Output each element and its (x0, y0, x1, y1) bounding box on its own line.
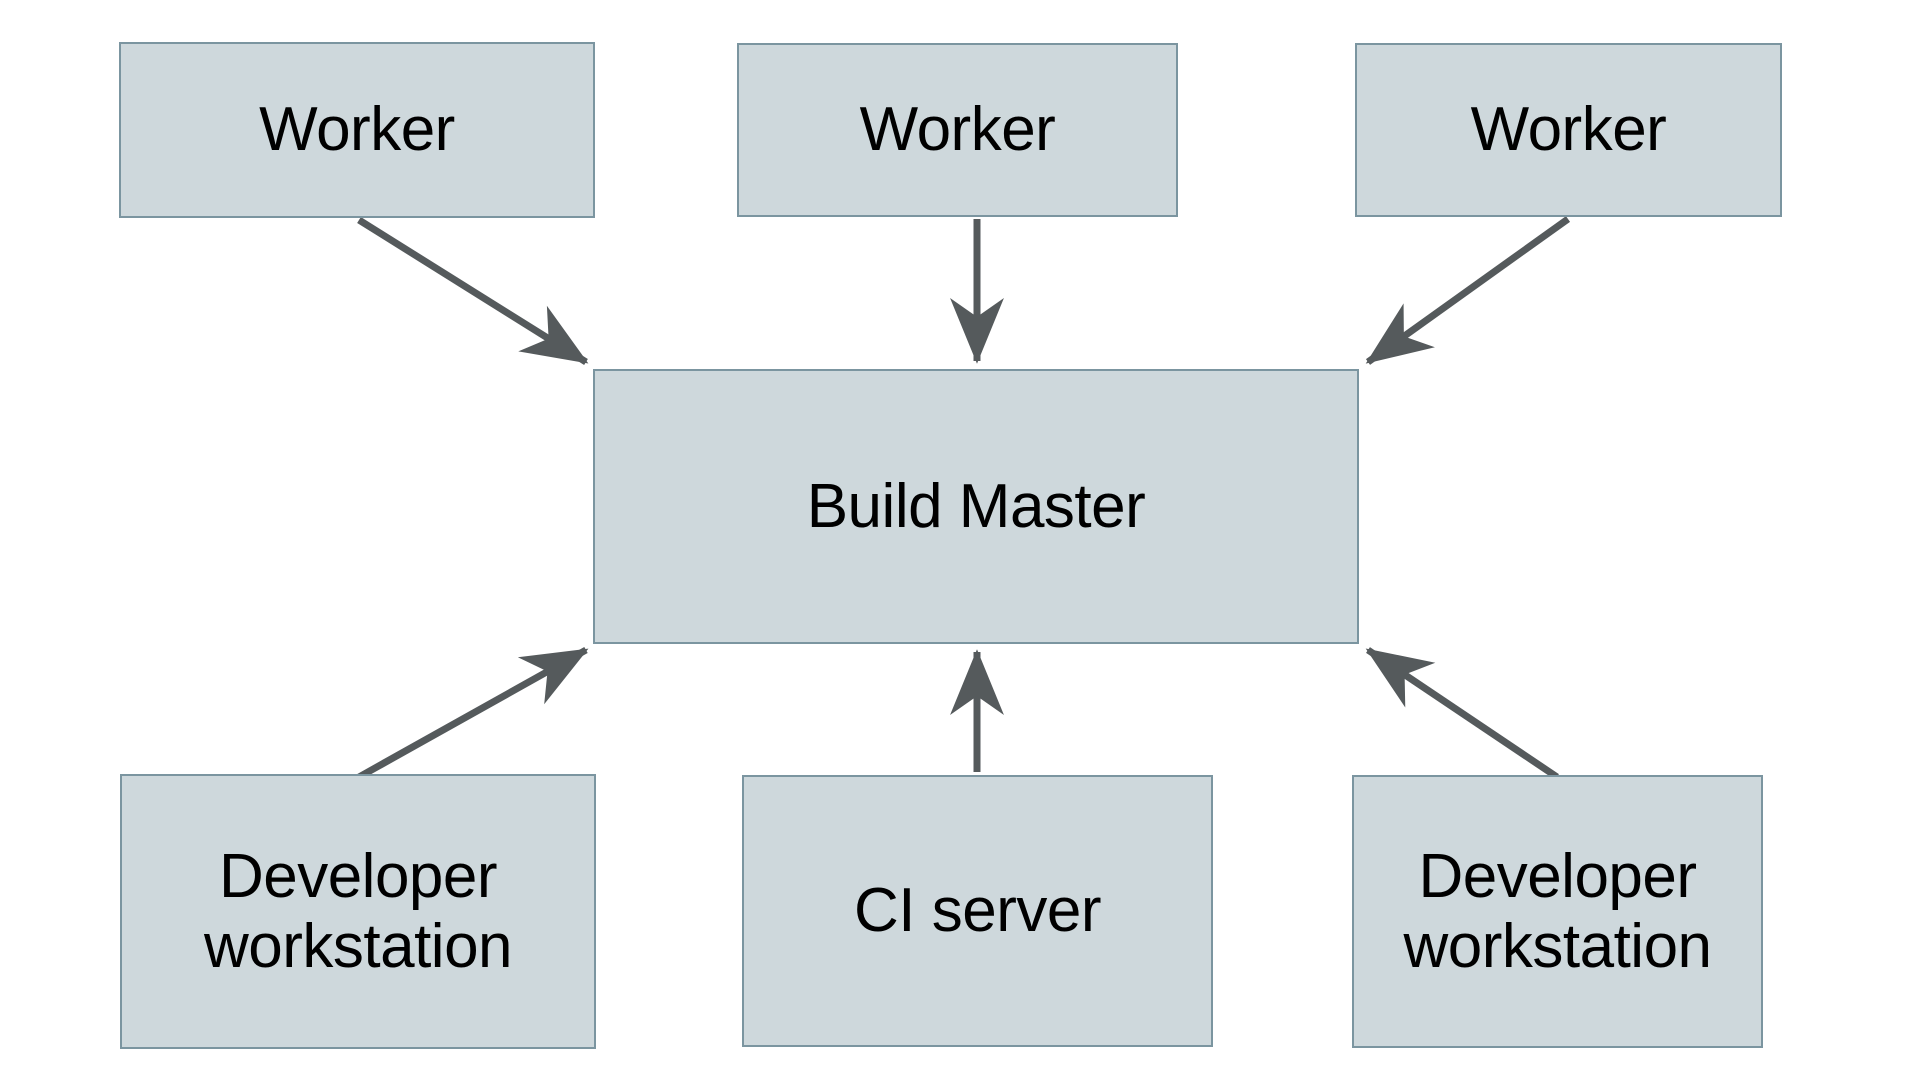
node-worker-2-label: Worker (859, 95, 1056, 165)
node-developer-workstation-left[interactable]: Developer workstation (120, 774, 596, 1049)
node-developer-workstation-right-label: Developer workstation (1403, 842, 1712, 981)
edge-devright-to-master (1365, 647, 1559, 780)
edge-worker1-to-master (357, 217, 589, 365)
node-worker-1[interactable]: Worker (119, 42, 595, 218)
node-worker-1-label: Worker (259, 95, 455, 165)
node-worker-3[interactable]: Worker (1355, 43, 1782, 217)
node-worker-2[interactable]: Worker (737, 43, 1178, 217)
node-build-master-label: Build Master (806, 471, 1146, 541)
edge-devleft-to-master (357, 646, 589, 781)
node-developer-workstation-right[interactable]: Developer workstation (1352, 775, 1763, 1048)
node-developer-workstation-left-label: Developer workstation (203, 842, 513, 981)
node-worker-3-label: Worker (1470, 95, 1667, 165)
node-build-master[interactable]: Build Master (593, 369, 1359, 644)
node-ci-server[interactable]: CI server (742, 775, 1213, 1047)
edge-worker3-to-master (1365, 216, 1571, 365)
node-ci-server-label: CI server (854, 876, 1101, 946)
